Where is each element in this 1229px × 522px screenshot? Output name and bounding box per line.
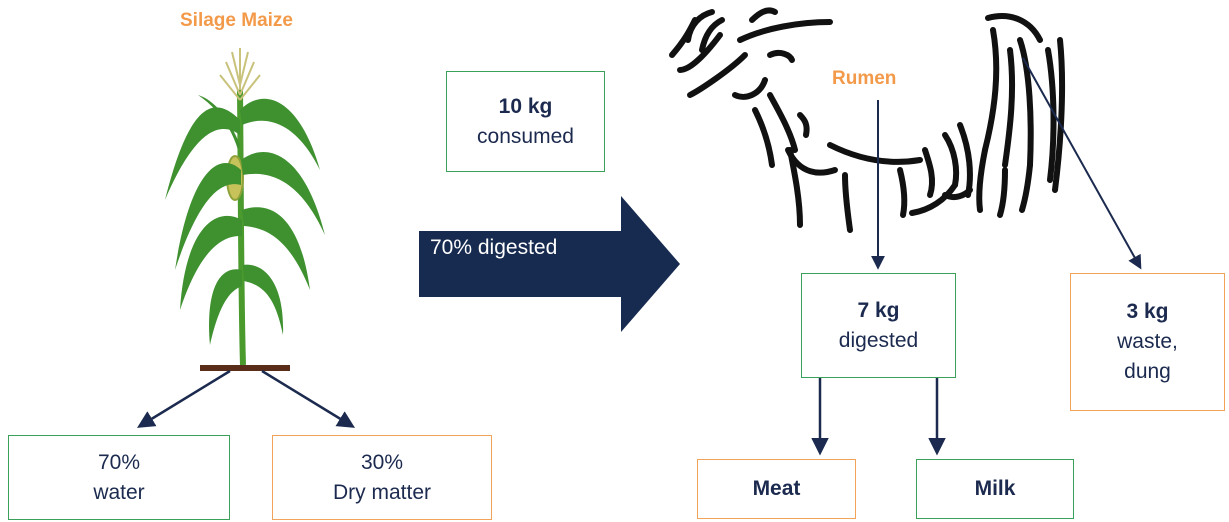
digested-amount: 7 kg [857,298,900,322]
consumed-label: consumed [477,124,574,148]
waste-box: 3 kg waste, dung [1070,273,1225,411]
arrow-to-dry-matter [261,369,355,428]
dry-matter-percent: 30% [360,450,404,474]
milk-box: Milk [916,459,1074,519]
consumed-box: 10 kg consumed [446,71,605,172]
arrow-to-waste [1022,57,1142,270]
plant-title: Silage Maize [180,10,293,31]
meat-box: Meat [697,459,856,519]
maize-plant-icon [165,48,325,371]
consumed-amount: 10 kg [498,94,553,118]
waste-amount: 3 kg [1126,300,1169,323]
rumen-label: Rumen [832,68,897,89]
dry-matter-label: Dry matter [332,480,431,504]
waste-label-line2: dung [1124,360,1171,383]
process-arrow [419,196,680,332]
meat-label: Meat [752,477,801,500]
water-label: water [93,480,145,504]
water-percent: 70% [97,450,141,474]
water-box: 70% water [8,435,230,520]
digested-label: digested [838,328,919,352]
milk-label: Milk [974,477,1016,500]
dry-matter-box: 30% Dry matter [272,435,492,520]
digested-box: 7 kg digested [801,273,956,378]
cow-outline-icon [669,7,1066,233]
waste-label-line1: waste, [1117,330,1178,353]
process-arrow-label: 70% digested [430,236,558,259]
arrow-to-water [137,369,231,428]
